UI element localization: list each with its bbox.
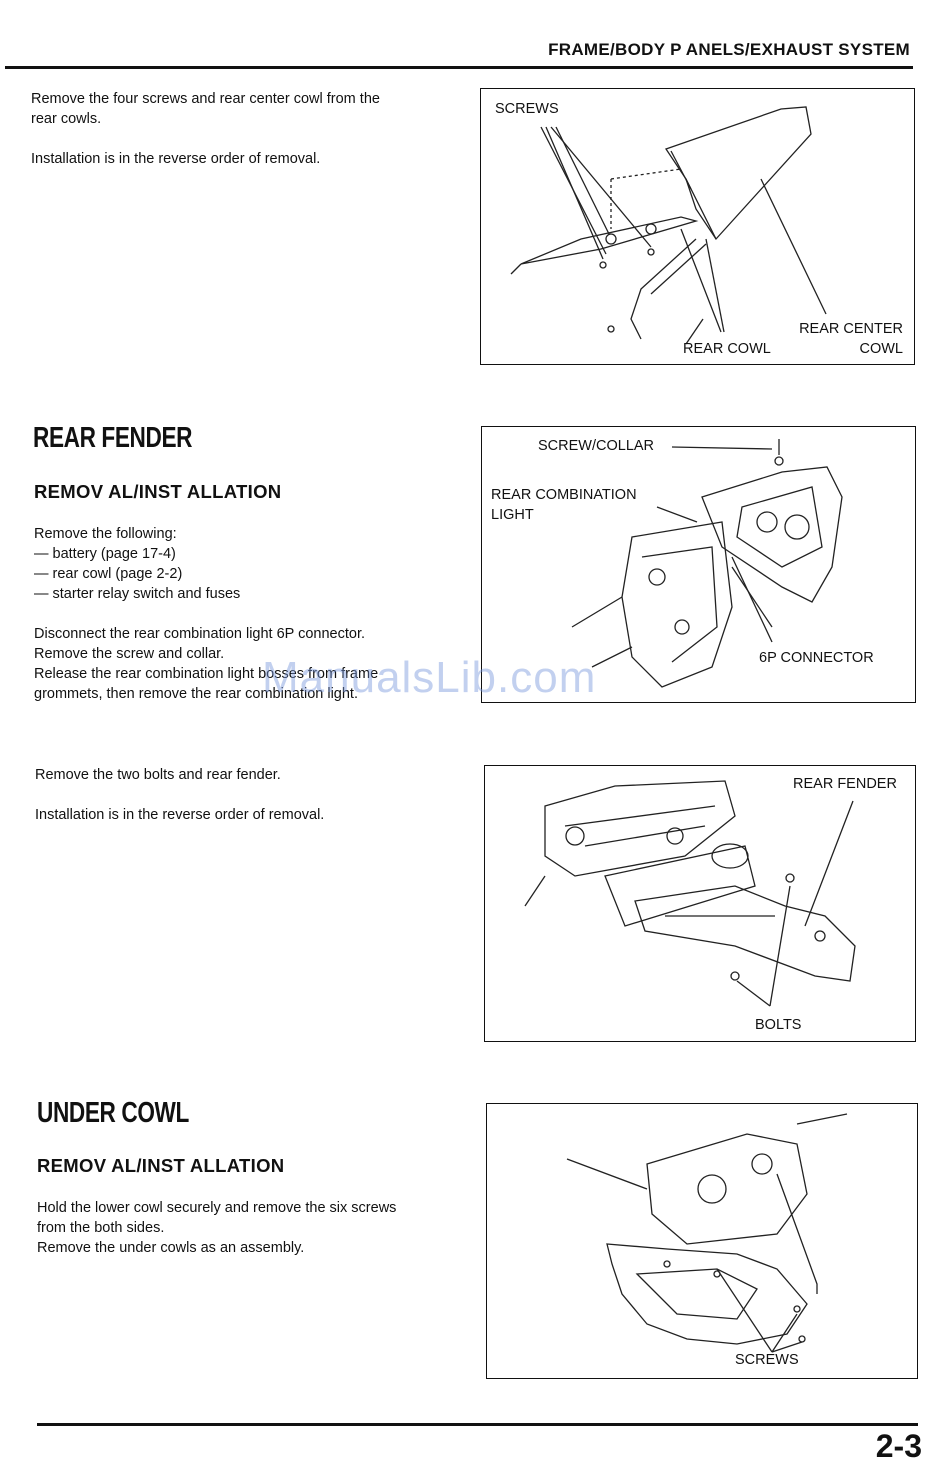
under-cowl-instructions: Hold the lower cowl securely and remove … — [37, 1200, 397, 1256]
rear-cowl-figure: SCREWS REAR COWL REAR CENTER COWL — [480, 88, 915, 365]
header-rule — [5, 66, 913, 69]
page-number: 2-3 — [875, 1428, 922, 1464]
watermark: ManualsLib.com — [262, 653, 597, 702]
screw-collar-label: SCREW/COLLAR — [538, 438, 655, 454]
rear-center-cowl-label: REAR CENTER COWL — [799, 321, 903, 357]
rear-cowl-label: REAR COWL — [683, 341, 771, 357]
rear-fender-instructions-2: Remove the two bolts and rear fender. In… — [35, 767, 325, 823]
under-cowl-heading: UNDER COWL — [37, 1097, 189, 1129]
rear-fender-illustration — [524, 780, 856, 1007]
screws-label: SCREWS — [495, 101, 559, 117]
rear-fender-subheading: REMOV AL/INST ALLATION — [34, 481, 282, 502]
rear-fender-instructions-1: Remove the following: — battery (page 17… — [34, 526, 379, 702]
6p-connector-label: 6P CONNECTOR — [759, 650, 874, 666]
rear-fender-heading: REAR FENDER — [33, 422, 193, 454]
under-cowl-illustration — [566, 1113, 848, 1353]
rear-fender-label: REAR FENDER — [793, 776, 897, 792]
rear-combination-light-illustration — [571, 439, 843, 688]
page-header-title: FRAME/BODY P ANELS/EXHAUST SYSTEM — [548, 40, 910, 59]
bolts-label: BOLTS — [755, 1017, 802, 1033]
rear-cowl-illustration — [510, 106, 827, 345]
under-cowl-subheading: REMOV AL/INST ALLATION — [37, 1155, 285, 1176]
screws-label: SCREWS — [735, 1352, 799, 1368]
rear-combination-light-figure: SCREW/COLLAR REAR COMBINATION LIGHT 6P C… — [481, 426, 916, 703]
rear-combination-light-label: REAR COMBINATION LIGHT — [491, 487, 637, 523]
footer-rule — [37, 1423, 918, 1426]
rear-cowl-instructions: Remove the four screws and rear center c… — [31, 91, 380, 167]
under-cowl-figure: SCREWS — [486, 1103, 918, 1379]
rear-fender-figure: REAR FENDER BOLTS — [484, 765, 916, 1042]
